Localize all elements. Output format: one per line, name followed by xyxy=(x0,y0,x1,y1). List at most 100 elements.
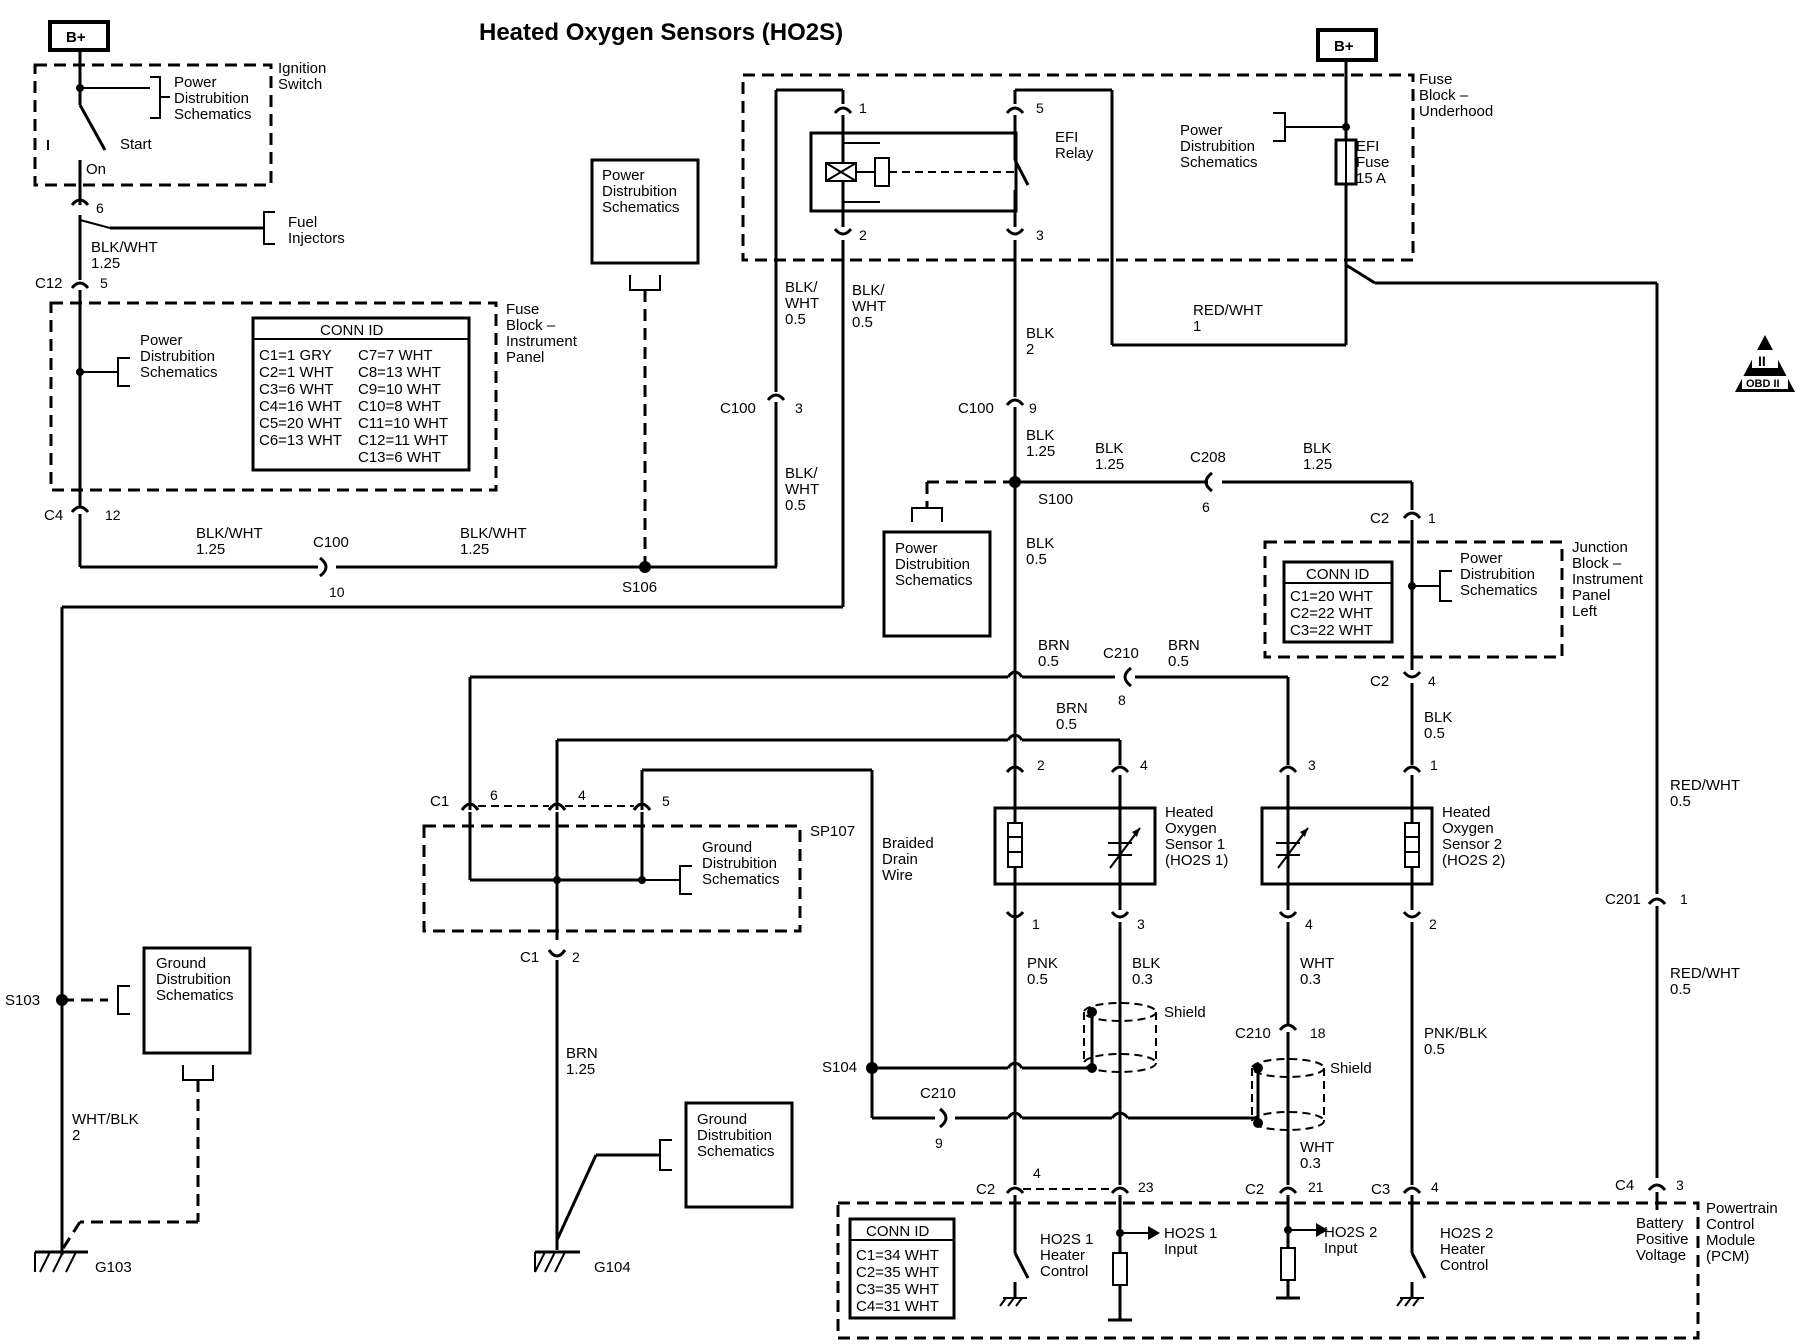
connector-c12: C12 5 xyxy=(35,275,108,508)
svg-text:Block –: Block – xyxy=(506,317,556,334)
brn-ground-bus: BRN 0.5 xyxy=(555,700,1122,810)
svg-text:C7=7 WHT: C7=7 WHT xyxy=(358,347,433,364)
svg-text:C208: C208 xyxy=(1190,449,1226,466)
fuel-injector-branch: 6 Fuel Injectors BLK/WHT 1.25 xyxy=(70,198,345,280)
svg-text:Instrument: Instrument xyxy=(1572,571,1644,588)
svg-text:OBD II: OBD II xyxy=(1746,378,1780,390)
svg-text:Power: Power xyxy=(140,332,183,349)
svg-text:C1=1 GRY: C1=1 GRY xyxy=(259,347,332,364)
svg-text:0.3: 0.3 xyxy=(1300,971,1321,988)
svg-text:Voltage: Voltage xyxy=(1636,1247,1686,1264)
pcm-battery-voltage: Battery Positive Voltage xyxy=(1636,1192,1689,1264)
svg-text:0.5: 0.5 xyxy=(1670,981,1691,998)
svg-text:Distrubition: Distrubition xyxy=(895,556,970,573)
svg-text:On: On xyxy=(86,161,106,178)
svg-text:BLK: BLK xyxy=(1026,427,1054,444)
svg-text:BLK/WHT: BLK/WHT xyxy=(196,525,263,542)
svg-text:WHT: WHT xyxy=(1300,1139,1334,1156)
ground-g103: S103 Ground Distrubition Schematics WHT/… xyxy=(5,946,252,1276)
svg-text:10: 10 xyxy=(329,584,345,600)
svg-text:Injectors: Injectors xyxy=(288,230,345,247)
svg-text:BLK/: BLK/ xyxy=(852,282,885,299)
svg-text:Positive: Positive xyxy=(1636,1231,1689,1248)
diagram-title: Heated Oxygen Sensors (HO2S) xyxy=(479,19,843,46)
svg-text:Oxygen: Oxygen xyxy=(1442,820,1494,837)
svg-text:Ground: Ground xyxy=(697,1111,747,1128)
svg-text:CONN ID: CONN ID xyxy=(320,322,384,339)
svg-text:Underhood: Underhood xyxy=(1419,103,1493,120)
svg-text:PNK: PNK xyxy=(1027,955,1058,972)
svg-text:Drain: Drain xyxy=(882,851,918,868)
svg-text:BLK/WHT: BLK/WHT xyxy=(460,525,527,542)
svg-text:BLK: BLK xyxy=(1303,440,1331,457)
svg-text:BLK: BLK xyxy=(1095,440,1123,457)
svg-text:CONN ID: CONN ID xyxy=(1306,566,1370,583)
svg-text:S106: S106 xyxy=(622,579,657,596)
svg-text:Control: Control xyxy=(1706,1216,1754,1233)
svg-text:C10=8 WHT: C10=8 WHT xyxy=(358,398,441,415)
svg-text:Control: Control xyxy=(1440,1257,1488,1274)
svg-text:C3=6 WHT: C3=6 WHT xyxy=(259,381,334,398)
svg-text:WHT/BLK: WHT/BLK xyxy=(72,1111,139,1128)
svg-text:Schematics: Schematics xyxy=(602,199,680,216)
svg-text:BRN: BRN xyxy=(1038,637,1070,654)
svg-text:3: 3 xyxy=(1137,916,1145,932)
svg-text:Heater: Heater xyxy=(1440,1241,1485,1258)
svg-text:1: 1 xyxy=(1193,318,1201,335)
svg-text:HO2S 2: HO2S 2 xyxy=(1324,1224,1377,1241)
svg-text:HO2S 1: HO2S 1 xyxy=(1040,1231,1093,1248)
svg-text:G104: G104 xyxy=(594,1259,631,1276)
svg-text:BLK/: BLK/ xyxy=(785,279,818,296)
svg-text:S100: S100 xyxy=(1038,491,1073,508)
svg-text:0.5: 0.5 xyxy=(852,314,873,331)
efi-relay: 1 5 2 3 EFI Relay xyxy=(809,100,1094,243)
svg-text:4: 4 xyxy=(1140,757,1148,773)
svg-text:(PCM): (PCM) xyxy=(1706,1248,1749,1265)
svg-text:1: 1 xyxy=(1032,916,1040,932)
battery-terminal-left: B+ xyxy=(48,20,110,52)
svg-text:C4=16 WHT: C4=16 WHT xyxy=(259,398,342,415)
ignition-switch: Power Distrubition Schematics Ignition S… xyxy=(33,50,326,205)
svg-text:C11=10 WHT: C11=10 WHT xyxy=(358,415,448,432)
svg-text:Battery: Battery xyxy=(1636,1215,1684,1232)
svg-text:1: 1 xyxy=(859,100,867,116)
svg-text:Wire: Wire xyxy=(882,867,913,884)
ground-g104: Ground Distrubition Schematics G104 xyxy=(534,1101,794,1276)
battery-terminal-right: B+ xyxy=(1316,28,1378,62)
svg-text:2: 2 xyxy=(572,949,580,965)
svg-text:RED/WHT: RED/WHT xyxy=(1193,302,1263,319)
conn-id-table-ip: CONN ID C1=1 GRY C2=1 WHT C3=6 WHT C4=16… xyxy=(251,316,471,472)
svg-text:C2=1 WHT: C2=1 WHT xyxy=(259,364,334,381)
svg-text:C1: C1 xyxy=(520,949,539,966)
svg-text:3: 3 xyxy=(1036,227,1044,243)
svg-text:WHT: WHT xyxy=(1300,955,1334,972)
svg-text:C8=13 WHT: C8=13 WHT xyxy=(358,364,441,381)
svg-text:C12: C12 xyxy=(35,275,63,292)
svg-text:0.5: 0.5 xyxy=(1168,653,1189,670)
svg-text:0.5: 0.5 xyxy=(1026,551,1047,568)
connector-c4: C4 12 BLK/WHT 1.25 C100 10 BLK/WHT 1.25 xyxy=(44,505,777,600)
svg-text:BLK/: BLK/ xyxy=(785,465,818,482)
svg-text:2: 2 xyxy=(859,227,867,243)
svg-text:Oxygen: Oxygen xyxy=(1165,820,1217,837)
svg-text:G103: G103 xyxy=(95,1259,132,1276)
svg-text:C4: C4 xyxy=(44,507,63,524)
svg-text:Relay: Relay xyxy=(1055,145,1094,162)
svg-text:BRN: BRN xyxy=(1168,637,1200,654)
svg-text:6: 6 xyxy=(96,200,104,216)
pcm-ho2s1-heater-control: HO2S 1 Heater Control xyxy=(999,1195,1093,1307)
svg-text:Sensor 1: Sensor 1 xyxy=(1165,836,1225,853)
svg-text:2: 2 xyxy=(1429,916,1437,932)
svg-text:Distrubition: Distrubition xyxy=(140,348,215,365)
svg-text:Schematics: Schematics xyxy=(156,987,234,1004)
splice-pack-sp107: Ground Distrubition Schematics SP107 xyxy=(422,812,855,940)
svg-text:2: 2 xyxy=(1026,341,1034,358)
svg-text:RED/WHT: RED/WHT xyxy=(1670,965,1740,982)
svg-text:9: 9 xyxy=(1029,400,1037,416)
svg-text:Powertrain: Powertrain xyxy=(1706,1200,1778,1217)
svg-text:II: II xyxy=(1758,353,1766,369)
svg-text:(HO2S 2): (HO2S 2) xyxy=(1442,852,1505,869)
heated-oxygen-sensor-2: 3 1 4 2 Heated Oxygen Sensor 2 (HO2S 2) xyxy=(1260,757,1505,932)
svg-text:Module: Module xyxy=(1706,1232,1755,1249)
